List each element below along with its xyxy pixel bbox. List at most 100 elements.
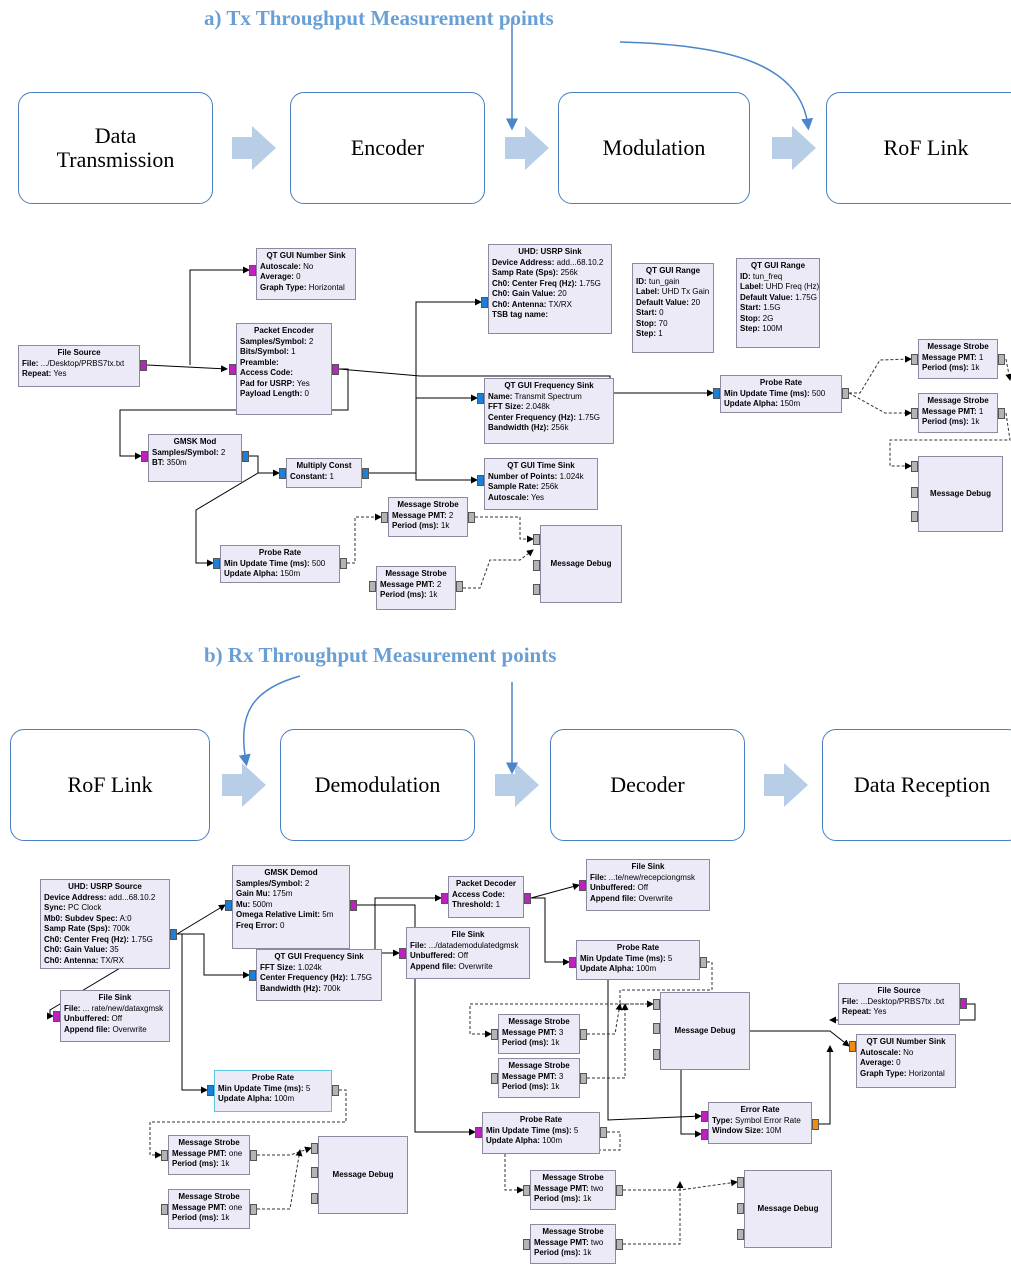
input-port[interactable] <box>911 461 918 472</box>
input-port[interactable] <box>53 1011 60 1022</box>
input-port[interactable] <box>737 1177 744 1188</box>
input-port[interactable] <box>911 511 918 522</box>
output-port[interactable] <box>362 468 369 479</box>
input-port[interactable] <box>381 512 388 523</box>
input-port[interactable] <box>491 1073 498 1084</box>
output-port[interactable] <box>616 1185 623 1196</box>
input-port[interactable] <box>369 581 376 592</box>
input-port[interactable] <box>161 1204 168 1215</box>
output-port[interactable] <box>170 929 177 940</box>
input-port[interactable] <box>533 560 540 571</box>
input-port[interactable] <box>911 408 918 419</box>
input-port[interactable] <box>441 893 448 904</box>
input-port[interactable] <box>481 297 488 308</box>
input-port[interactable] <box>311 1167 318 1178</box>
input-port[interactable] <box>569 957 576 968</box>
debug-b-block[interactable]: Message Debug <box>744 1170 832 1248</box>
input-port[interactable] <box>475 1127 482 1138</box>
input-port[interactable] <box>225 900 232 911</box>
input-port[interactable] <box>311 1193 318 1204</box>
input-port[interactable] <box>249 265 256 276</box>
output-port[interactable] <box>580 1029 587 1040</box>
output-port[interactable] <box>468 512 475 523</box>
input-port[interactable] <box>533 584 540 595</box>
output-port[interactable] <box>250 1150 257 1161</box>
output-port[interactable] <box>842 388 849 399</box>
output-port[interactable] <box>524 893 531 904</box>
input-port[interactable] <box>141 451 148 462</box>
input-port[interactable] <box>579 880 586 891</box>
input-port[interactable] <box>653 1023 660 1034</box>
input-port[interactable] <box>399 948 406 959</box>
input-port[interactable] <box>911 487 918 498</box>
debug-c-block[interactable]: Message Debug <box>540 525 622 603</box>
input-port[interactable] <box>161 1150 168 1161</box>
input-port[interactable] <box>207 1085 214 1096</box>
debug-mid-block[interactable]: Message Debug <box>660 992 750 1070</box>
input-port[interactable] <box>213 558 220 569</box>
output-port[interactable] <box>350 900 357 911</box>
output-port[interactable] <box>600 1127 607 1138</box>
input-port[interactable] <box>713 388 720 399</box>
input-port[interactable] <box>477 393 484 404</box>
input-port[interactable] <box>533 534 540 545</box>
output-port[interactable] <box>140 360 147 371</box>
input-port[interactable] <box>477 475 484 486</box>
input-port[interactable] <box>229 364 236 375</box>
input-port[interactable] <box>523 1239 530 1250</box>
input-port[interactable] <box>249 970 256 981</box>
input-port[interactable] <box>911 354 918 365</box>
input-port[interactable] <box>491 1029 498 1040</box>
output-port[interactable] <box>700 957 707 968</box>
input-port[interactable] <box>849 1041 856 1052</box>
output-port[interactable] <box>332 1085 339 1096</box>
input-port[interactable] <box>653 1049 660 1060</box>
output-port[interactable] <box>580 1073 587 1084</box>
input-port[interactable] <box>701 1111 708 1122</box>
output-port[interactable] <box>250 1204 257 1215</box>
input-port[interactable] <box>701 1129 708 1140</box>
output-port[interactable] <box>340 558 347 569</box>
output-port[interactable] <box>242 451 249 462</box>
debug-l-block[interactable]: Message Debug <box>318 1136 408 1214</box>
output-port[interactable] <box>812 1119 819 1130</box>
input-port[interactable] <box>311 1143 318 1154</box>
output-port[interactable] <box>332 364 339 375</box>
output-port[interactable] <box>960 998 967 1009</box>
output-port[interactable] <box>998 408 1005 419</box>
debug-r-block[interactable]: Message Debug <box>918 456 1003 532</box>
output-port[interactable] <box>616 1239 623 1250</box>
